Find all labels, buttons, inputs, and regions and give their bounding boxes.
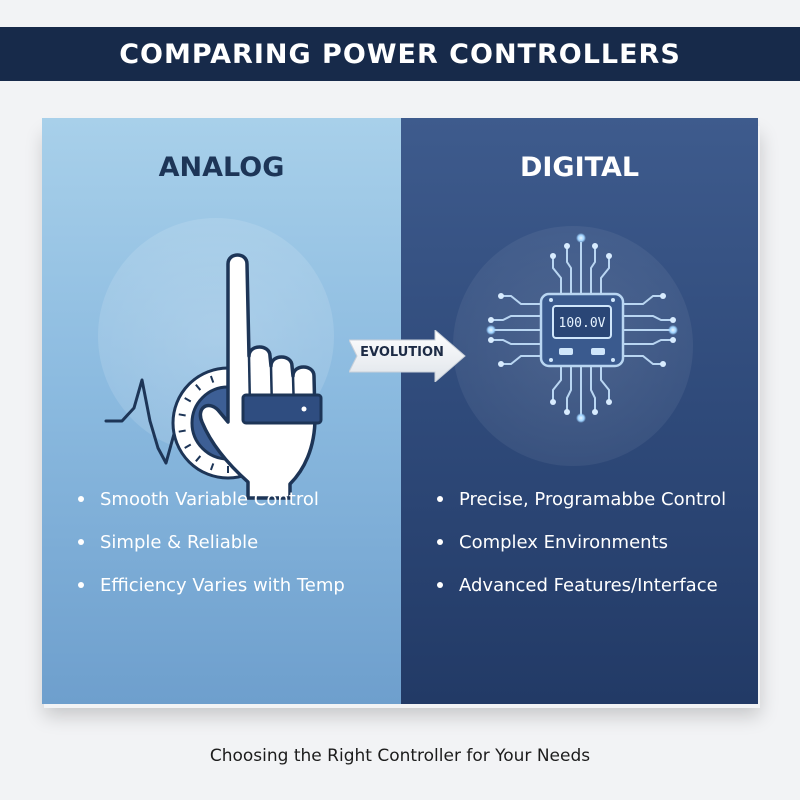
page-title: COMPARING POWER CONTROLLERS	[119, 38, 681, 70]
digital-bullet-text: Complex Environments	[459, 532, 668, 553]
list-item: Simple & Reliable	[78, 521, 345, 564]
analog-panel: ANALOG Smooth Variable Control Simple & …	[42, 118, 401, 704]
arrow-right-icon	[349, 330, 466, 382]
analog-bullet-text: Efficiency Varies with Temp	[100, 575, 345, 596]
list-item: Smooth Variable Control	[78, 478, 345, 521]
analog-feature-list: Smooth Variable Control Simple & Reliabl…	[78, 478, 345, 607]
footer-caption: Choosing the Right Controller for Your N…	[209, 746, 591, 766]
list-item: Precise, Programabbe Control	[437, 478, 726, 521]
list-item: Advanced Features/Interface	[437, 564, 726, 607]
evolution-label: EVOLUTION	[360, 345, 444, 360]
bullet-dot	[437, 582, 443, 588]
microchip-display-icon: 100.0V	[486, 233, 678, 423]
bullet-dot	[78, 496, 84, 502]
list-item: Complex Environments	[437, 521, 726, 564]
bullet-dot	[437, 539, 443, 545]
hand-sleeve	[241, 393, 323, 425]
list-item: Efficiency Varies with Temp	[78, 564, 345, 607]
bullet-dot	[78, 539, 84, 545]
title-banner: COMPARING POWER CONTROLLERS	[0, 27, 800, 81]
hand-shape	[198, 253, 317, 500]
bullet-dot	[78, 582, 84, 588]
analog-bullet-text: Simple & Reliable	[100, 532, 259, 553]
digital-bullet-text: Precise, Programabbe Control	[459, 489, 727, 510]
hand-turning-dial-icon	[104, 253, 323, 500]
digital-panel: 100.0V DIGITAL Precise, Programabbe Cont…	[401, 118, 758, 704]
chip-button	[591, 348, 605, 355]
digital-bullet-text: Advanced Features/Interface	[459, 575, 718, 596]
digital-feature-list: Precise, Programabbe Control Complex Env…	[437, 478, 726, 607]
chip-screen	[552, 305, 612, 339]
digital-heading: DIGITAL	[519, 152, 640, 183]
chip-display-value: 100.0V	[559, 316, 606, 331]
chip-button	[559, 348, 573, 355]
circuit-traces	[493, 242, 671, 416]
analog-heading: ANALOG	[158, 152, 285, 183]
analog-bullet-text: Smooth Variable Control	[100, 489, 319, 510]
trace-nodes	[486, 233, 678, 423]
bullet-dot	[437, 496, 443, 502]
